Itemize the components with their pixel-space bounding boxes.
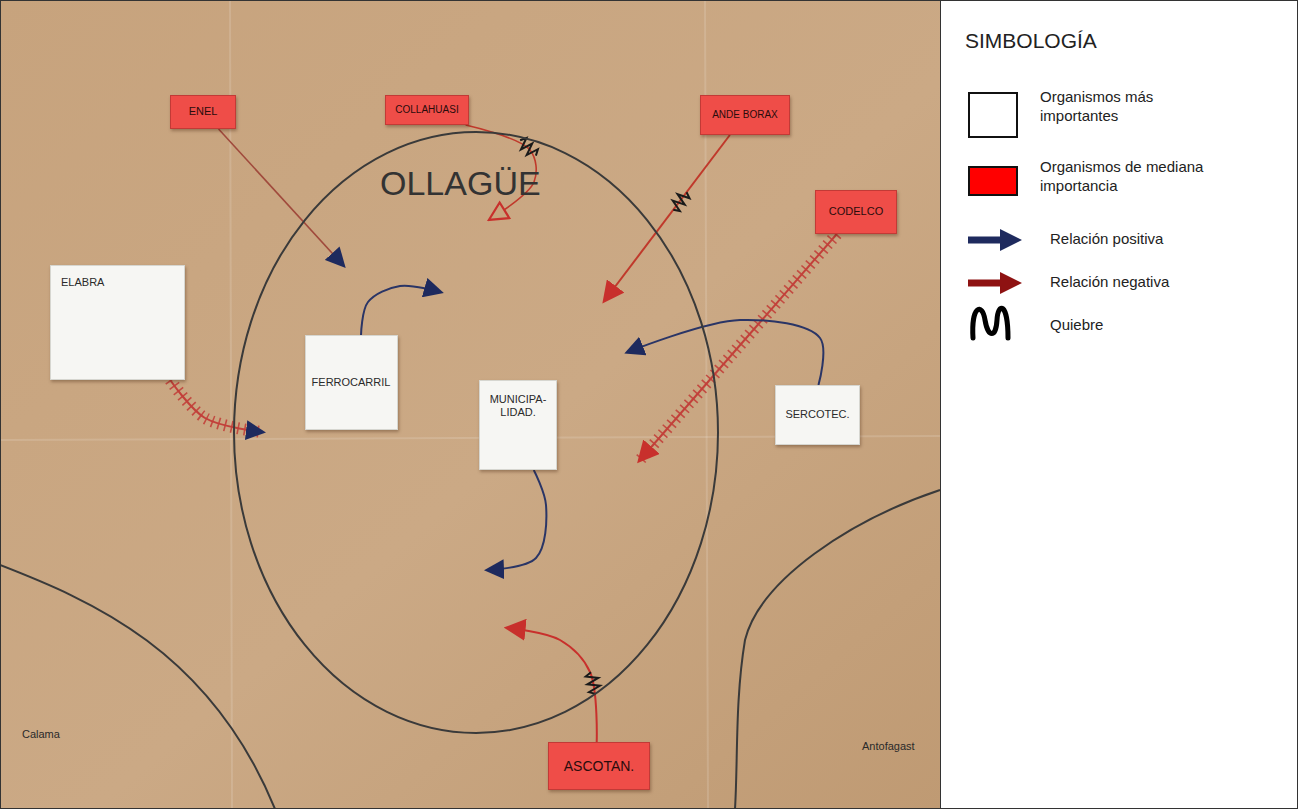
node-label: ANDE BORAX — [712, 109, 778, 121]
node-label: COLLAHUASI — [395, 104, 458, 116]
relation-arrow — [628, 320, 823, 385]
legend-arrow-line — [968, 280, 1002, 287]
legend-arrow-head — [1000, 272, 1022, 294]
legend-break-symbol — [973, 308, 1008, 338]
region-border — [0, 565, 275, 809]
legend-arrow-line — [968, 237, 1002, 244]
key-stakeholder-note: ELABRA — [50, 265, 185, 380]
hatch-marks — [170, 380, 262, 432]
relation-arrow — [170, 380, 262, 432]
node-label: ASCOTAN. — [564, 758, 635, 775]
node-label: FERROCARRIL — [312, 376, 391, 389]
stakeholder-note: CODELCO — [815, 190, 897, 234]
territory-circle: OLLAGÜE FERROCARRIL MUNICIPA- LIDAD. — [232, 130, 720, 735]
key-stakeholder-note: SERCOTEC. — [775, 385, 860, 445]
circle-outline-shape — [234, 132, 718, 733]
stakeholder-note: ENEL — [170, 95, 236, 129]
legend-arrow-head — [1000, 229, 1022, 251]
node-label: CODELCO — [829, 205, 883, 218]
circle-outline — [232, 130, 720, 735]
node-label: MUNICIPA- LIDAD. — [485, 393, 551, 419]
node-label: SERCOTEC. — [785, 408, 849, 421]
node-label: ELABRA — [61, 276, 104, 289]
stakeholder-note: COLLAHUASI — [385, 95, 469, 125]
paper-sheet — [0, 0, 940, 809]
territory-name: OLLAGÜE — [380, 163, 541, 204]
relation-arrow — [508, 628, 597, 742]
break-symbol — [668, 189, 691, 214]
region-name: Calama — [22, 728, 60, 741]
legend-title: SIMBOLOGÍA — [965, 28, 1097, 53]
relation-arrow — [488, 470, 546, 570]
legend-label: Relación negativa — [1050, 273, 1250, 292]
legend-swatch — [968, 92, 1018, 138]
legend-label: Relación positiva — [1050, 230, 1250, 249]
stakeholder-note: ASCOTAN. — [548, 742, 650, 790]
legend-swatch — [968, 166, 1018, 196]
relation-arrow — [605, 135, 730, 300]
stakeholder-note: ANDE BORAX — [700, 95, 790, 135]
legend-label: Organismos de mediana importancia — [1040, 158, 1218, 196]
legend-label: Organismos más importantes — [1040, 88, 1200, 126]
legend-panel — [941, 1, 1298, 809]
relation-arrow — [361, 286, 440, 335]
key-stakeholder-note: MUNICIPA- LIDAD. — [479, 380, 557, 470]
node-label: ENEL — [189, 105, 218, 118]
key-stakeholder-note: FERROCARRIL — [305, 335, 398, 430]
edge-layer — [170, 125, 837, 742]
region-name: Antofagast — [862, 740, 915, 753]
region-border — [735, 490, 940, 809]
legend-label: Quiebre — [1050, 316, 1250, 335]
